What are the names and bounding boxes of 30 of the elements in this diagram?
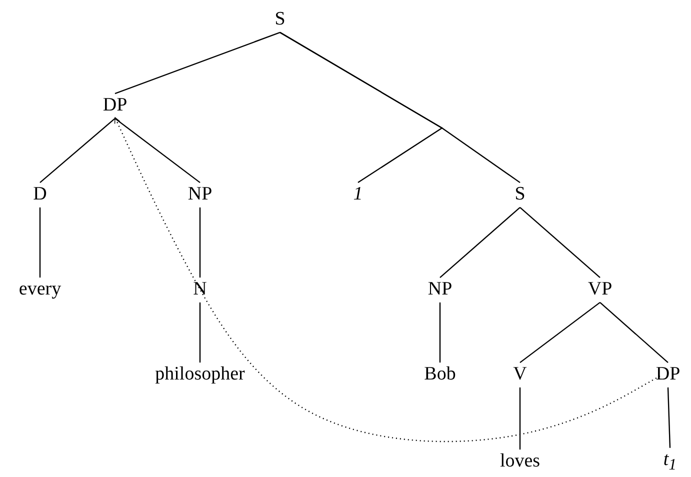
tree-branch <box>519 387 521 450</box>
tree-node-label: NP <box>188 184 212 206</box>
tree-node-label: DP <box>656 364 680 386</box>
tree-node-label: VP <box>588 280 612 300</box>
tree-node-label: D <box>33 184 47 206</box>
tree-branch <box>520 207 600 278</box>
tree-branch <box>39 207 41 278</box>
tree-branch <box>440 207 520 278</box>
tree-node-label: S <box>274 10 286 30</box>
tree-node-label: NP <box>428 280 452 300</box>
tree-branch <box>280 32 520 184</box>
tree-node-label: t$_{1}$ <box>663 450 677 474</box>
tree-branch <box>439 302 441 363</box>
tree-node-label: every <box>18 280 62 300</box>
tree-branch <box>667 387 671 448</box>
tree-node-label: V <box>513 364 527 386</box>
tree-branch <box>40 118 116 184</box>
tree-node-label: N <box>193 280 207 300</box>
tree-node-label: loves <box>500 452 540 472</box>
tree-node-label: philosopher <box>155 364 245 386</box>
tree-node-label: S <box>514 184 526 206</box>
tree-node-label: Bob <box>424 364 456 386</box>
tree-branch <box>114 118 200 184</box>
tree-branch <box>199 302 201 363</box>
tree-branch <box>520 302 600 364</box>
tree-node-label: 1 <box>353 184 363 206</box>
tree-branch <box>199 207 201 278</box>
tree-branch <box>600 302 668 363</box>
tree-node-label: DP <box>102 96 128 116</box>
tree-branch <box>114 32 280 94</box>
